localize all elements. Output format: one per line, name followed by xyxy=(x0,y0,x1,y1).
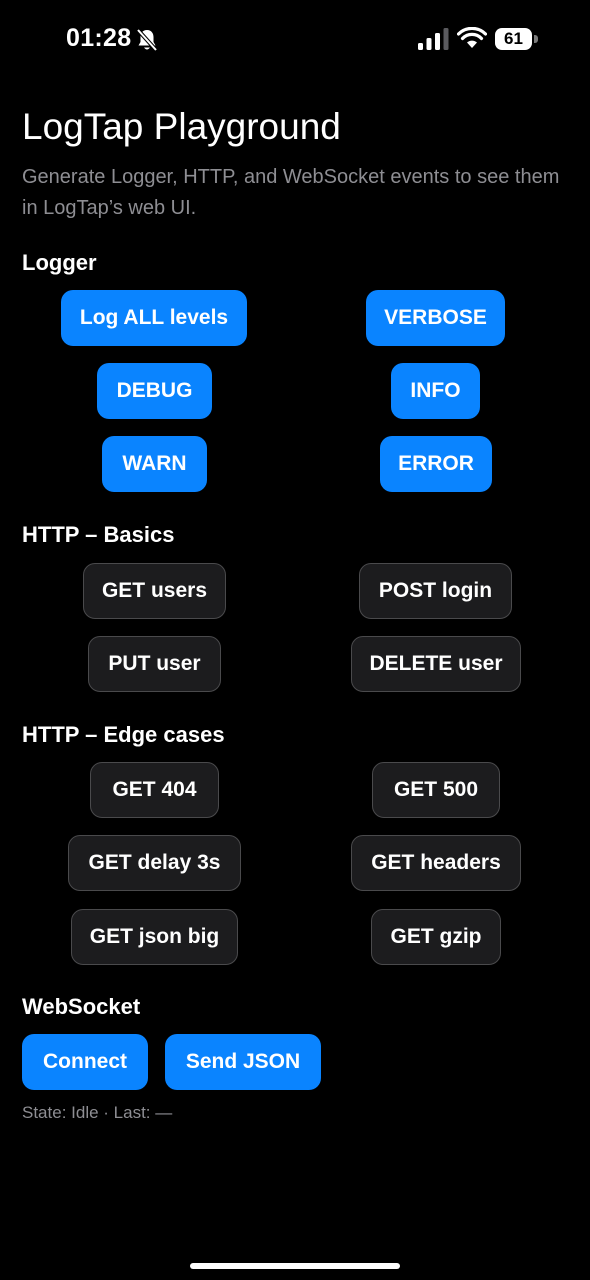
websocket-state-text: State: Idle · Last: — xyxy=(22,1103,173,1122)
status-time: 01:28 xyxy=(66,24,132,52)
warn-button[interactable]: WARN xyxy=(102,436,207,492)
logger-heading: Logger xyxy=(22,250,97,275)
websocket-heading: WebSocket xyxy=(22,994,141,1019)
bell-slash-icon xyxy=(136,28,158,52)
connect-button[interactable]: Connect xyxy=(22,1034,148,1090)
battery-level: 61 xyxy=(504,29,523,48)
info-button[interactable]: INFO xyxy=(391,363,480,419)
status-bar: 01:28 61 xyxy=(0,0,590,80)
get-headers-button[interactable]: GET headers xyxy=(351,835,521,891)
battery-icon: 61 xyxy=(495,28,539,50)
get-json-big-button[interactable]: GET json big xyxy=(71,909,238,965)
page-title: LogTap Playground xyxy=(22,106,341,147)
page-subtitle: Generate Logger, HTTP, and WebSocket eve… xyxy=(22,166,560,219)
get-500-button[interactable]: GET 500 xyxy=(372,762,500,818)
delete-user-button[interactable]: DELETE user xyxy=(351,636,521,692)
wifi-icon xyxy=(457,27,487,48)
error-button[interactable]: ERROR xyxy=(380,436,492,492)
log-all-levels-button[interactable]: Log ALL levels xyxy=(61,290,247,346)
verbose-button[interactable]: VERBOSE xyxy=(366,290,505,346)
send-json-button[interactable]: Send JSON xyxy=(165,1034,321,1090)
post-login-button[interactable]: POST login xyxy=(359,563,512,619)
get-delay-3s-button[interactable]: GET delay 3s xyxy=(68,835,241,891)
home-indicator[interactable] xyxy=(190,1263,400,1269)
debug-button[interactable]: DEBUG xyxy=(97,363,212,419)
cellular-signal-icon xyxy=(418,28,449,50)
http-basics-heading: HTTP – Basics xyxy=(22,522,175,547)
put-user-button[interactable]: PUT user xyxy=(88,636,221,692)
get-404-button[interactable]: GET 404 xyxy=(90,762,219,818)
http-edge-heading: HTTP – Edge cases xyxy=(22,722,225,747)
get-gzip-button[interactable]: GET gzip xyxy=(371,909,501,965)
get-users-button[interactable]: GET users xyxy=(83,563,226,619)
